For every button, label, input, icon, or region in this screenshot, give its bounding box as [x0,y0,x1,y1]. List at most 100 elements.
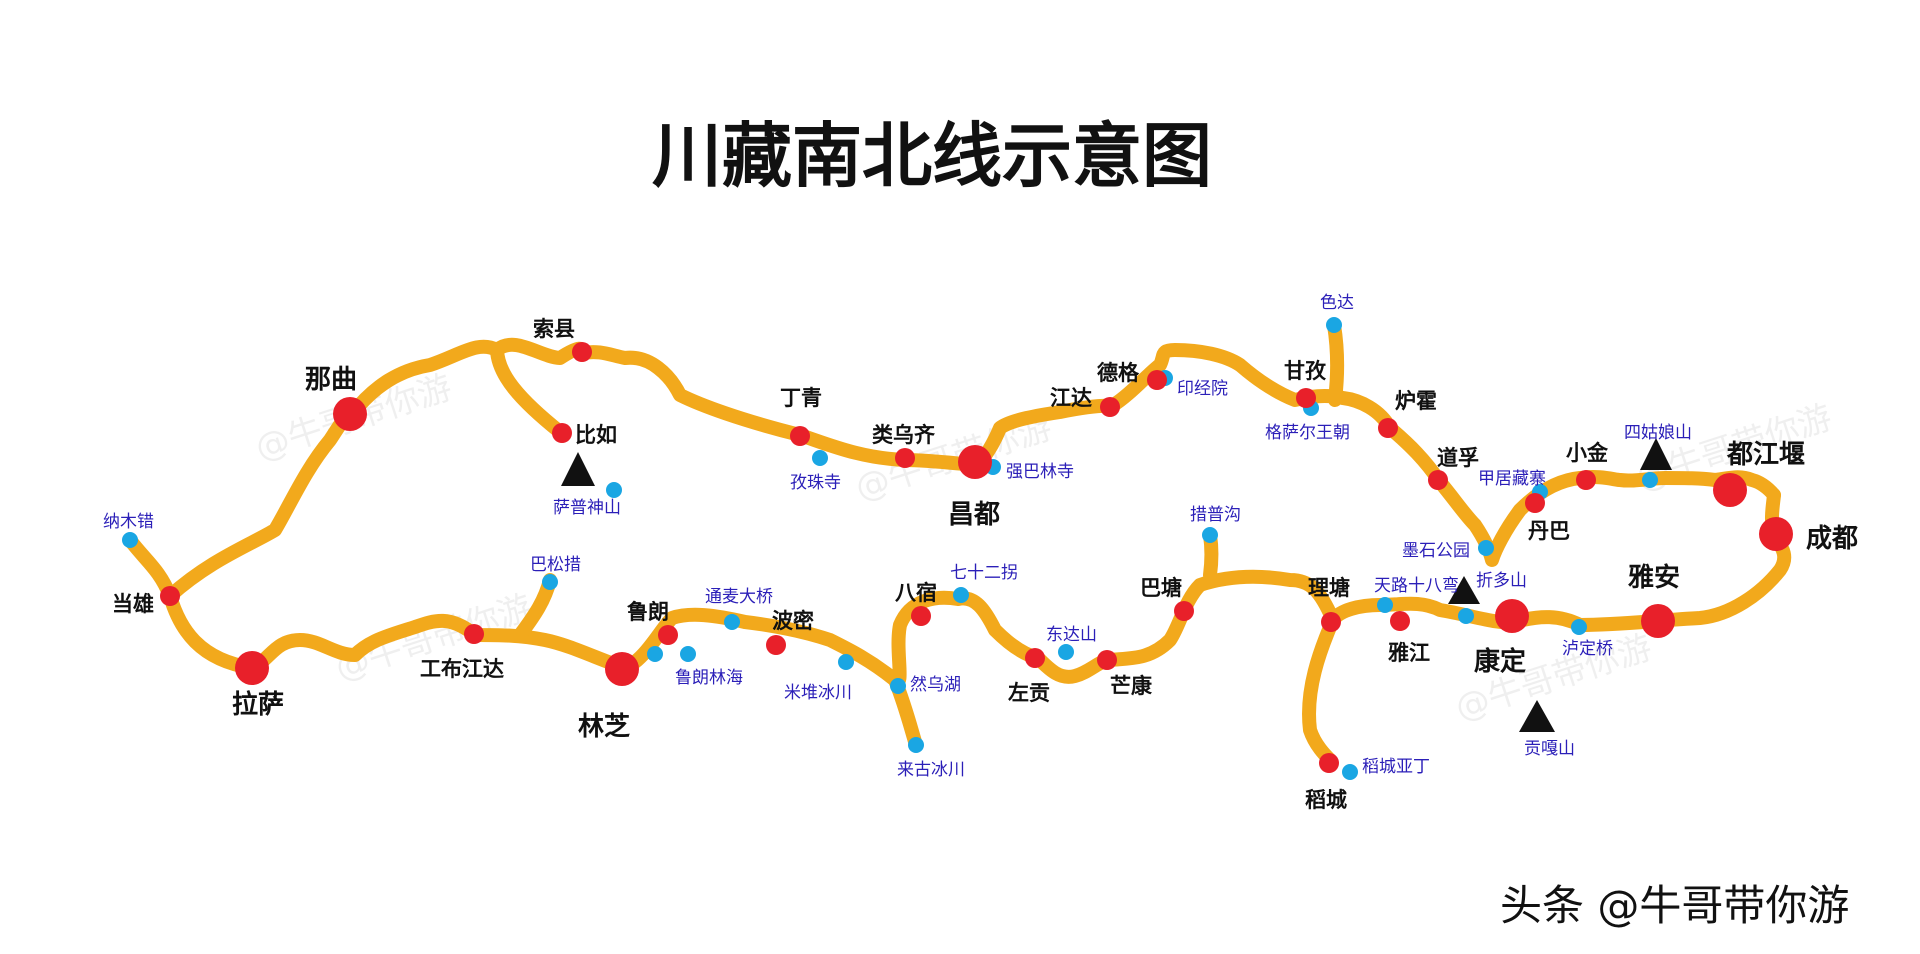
town-label: 成都 [1806,524,1858,554]
town-minor-dot [1525,493,1545,513]
town-minor-dot [1296,388,1316,408]
town-label: 芒康 [1110,674,1153,698]
scenic-label: 纳木错 [103,512,154,532]
scenic-label: 孜珠寺 [790,473,841,493]
scenic-dot [908,737,924,753]
town-major-dot [605,652,639,686]
scenic-label: 色达 [1320,293,1354,313]
town-label: 稻城 [1305,788,1347,812]
scenic-label: 巴松措 [530,555,581,575]
town-minor-dot [1321,612,1341,632]
scenic-label: 萨普神山 [553,498,621,518]
town-minor-dot [1100,397,1120,417]
scenic-label: 鲁朗林海 [675,668,743,688]
scenic-dot [838,654,854,670]
town-label: 炉霍 [1395,389,1437,413]
town-markers [160,342,1793,773]
scenic-dot [724,614,740,630]
town-label: 鲁朗 [627,600,669,624]
route-branch-biru [490,343,567,439]
town-label: 德格 [1097,361,1140,385]
town-minor-dot [1025,648,1045,668]
town-label: 雅安 [1628,563,1680,593]
mountain-gongga-icon [1519,700,1555,732]
town-label: 丹巴 [1528,519,1570,543]
town-minor-dot [160,586,180,606]
scenic-dot [1058,644,1074,660]
town-label: 那曲 [305,365,357,395]
town-label: 拉萨 [232,689,284,720]
route-branch-daocheng [1302,613,1340,767]
scenic-label: 强巴林寺 [1006,462,1074,482]
town-label: 比如 [575,423,617,447]
scenic-dot [680,646,696,662]
town-label: 丁青 [780,386,822,410]
scenic-label: 稻城亚丁 [1362,757,1430,777]
scenic-labels: 纳木错 萨普神山 孜珠寺 强巴林寺 印经院 色达 格萨尔王朝 甲居藏寨 四姑娘山… [103,293,1692,780]
scenic-label: 四姑娘山 [1624,423,1692,443]
scenic-dot [1377,597,1393,613]
mountain-siguniang-icon [1640,438,1672,470]
scenic-dot [1202,527,1218,543]
scenic-label: 折多山 [1476,571,1527,591]
scenic-label: 甲居藏寨 [1478,469,1546,489]
scenic-label: 墨石公园 [1402,541,1470,561]
scenic-label: 天路十八弯 [1374,576,1459,596]
scenic-label: 措普沟 [1190,505,1241,525]
scenic-dot [953,587,969,603]
town-label: 当雄 [112,592,154,616]
town-label: 左贡 [1008,681,1050,705]
town-minor-dot [1390,611,1410,631]
town-major-dot [235,651,269,685]
scenic-label: 来古冰川 [897,760,965,780]
town-minor-dot [911,606,931,626]
town-label: 类乌齐 [872,423,936,447]
scenic-dot [1478,540,1494,556]
town-label: 巴塘 [1140,576,1182,600]
scenic-dot [606,482,622,498]
town-major-dot [1713,473,1747,507]
town-minor-dot [552,423,572,443]
town-label: 甘孜 [1284,359,1327,383]
watermark: @牛哥带你游 [1450,627,1656,728]
scenic-dot [1642,472,1658,488]
scenic-dot [812,450,828,466]
town-major-dot [958,445,992,479]
scenic-label: 格萨尔王朝 [1265,423,1350,443]
town-label: 道孚 [1437,446,1479,470]
town-major-dot [1641,604,1675,638]
scenic-label: 然乌湖 [910,675,961,695]
scenic-label: 印经院 [1177,379,1228,399]
town-major-dot [1495,599,1529,633]
credit-text: 头条 @牛哥带你游 [1500,881,1849,930]
scenic-dot [542,574,558,590]
town-label: 小金 [1566,441,1609,465]
scenic-label: 东达山 [1046,625,1097,645]
scenic-dot [1571,619,1587,635]
town-minor-dot [1378,418,1398,438]
town-label: 理塘 [1308,576,1350,600]
town-minor-dot [572,342,592,362]
town-minor-dot [1147,370,1167,390]
town-label: 八宿 [895,581,937,605]
scenic-dot [122,532,138,548]
scenic-label: 贡嘎山 [1524,739,1575,759]
town-minor-dot [1319,753,1339,773]
town-label: 波密 [772,609,814,633]
town-minor-dot [1576,470,1596,490]
scenic-label: 通麦大桥 [705,587,773,607]
scenic-label: 泸定桥 [1562,639,1613,659]
town-minor-dot [895,448,915,468]
scenic-label: 米堆冰川 [784,683,852,703]
map-title: 川藏南北线示意图 [652,115,1212,197]
scenic-label: 七十二拐 [950,563,1018,583]
mountain-markers [561,438,1672,732]
mountain-sapu-icon [561,452,595,486]
town-label: 索县 [533,317,575,341]
town-minor-dot [1174,601,1194,621]
mountain-zheduo-icon [1448,576,1480,604]
town-label: 工布江达 [420,657,504,681]
town-minor-dot [464,624,484,644]
